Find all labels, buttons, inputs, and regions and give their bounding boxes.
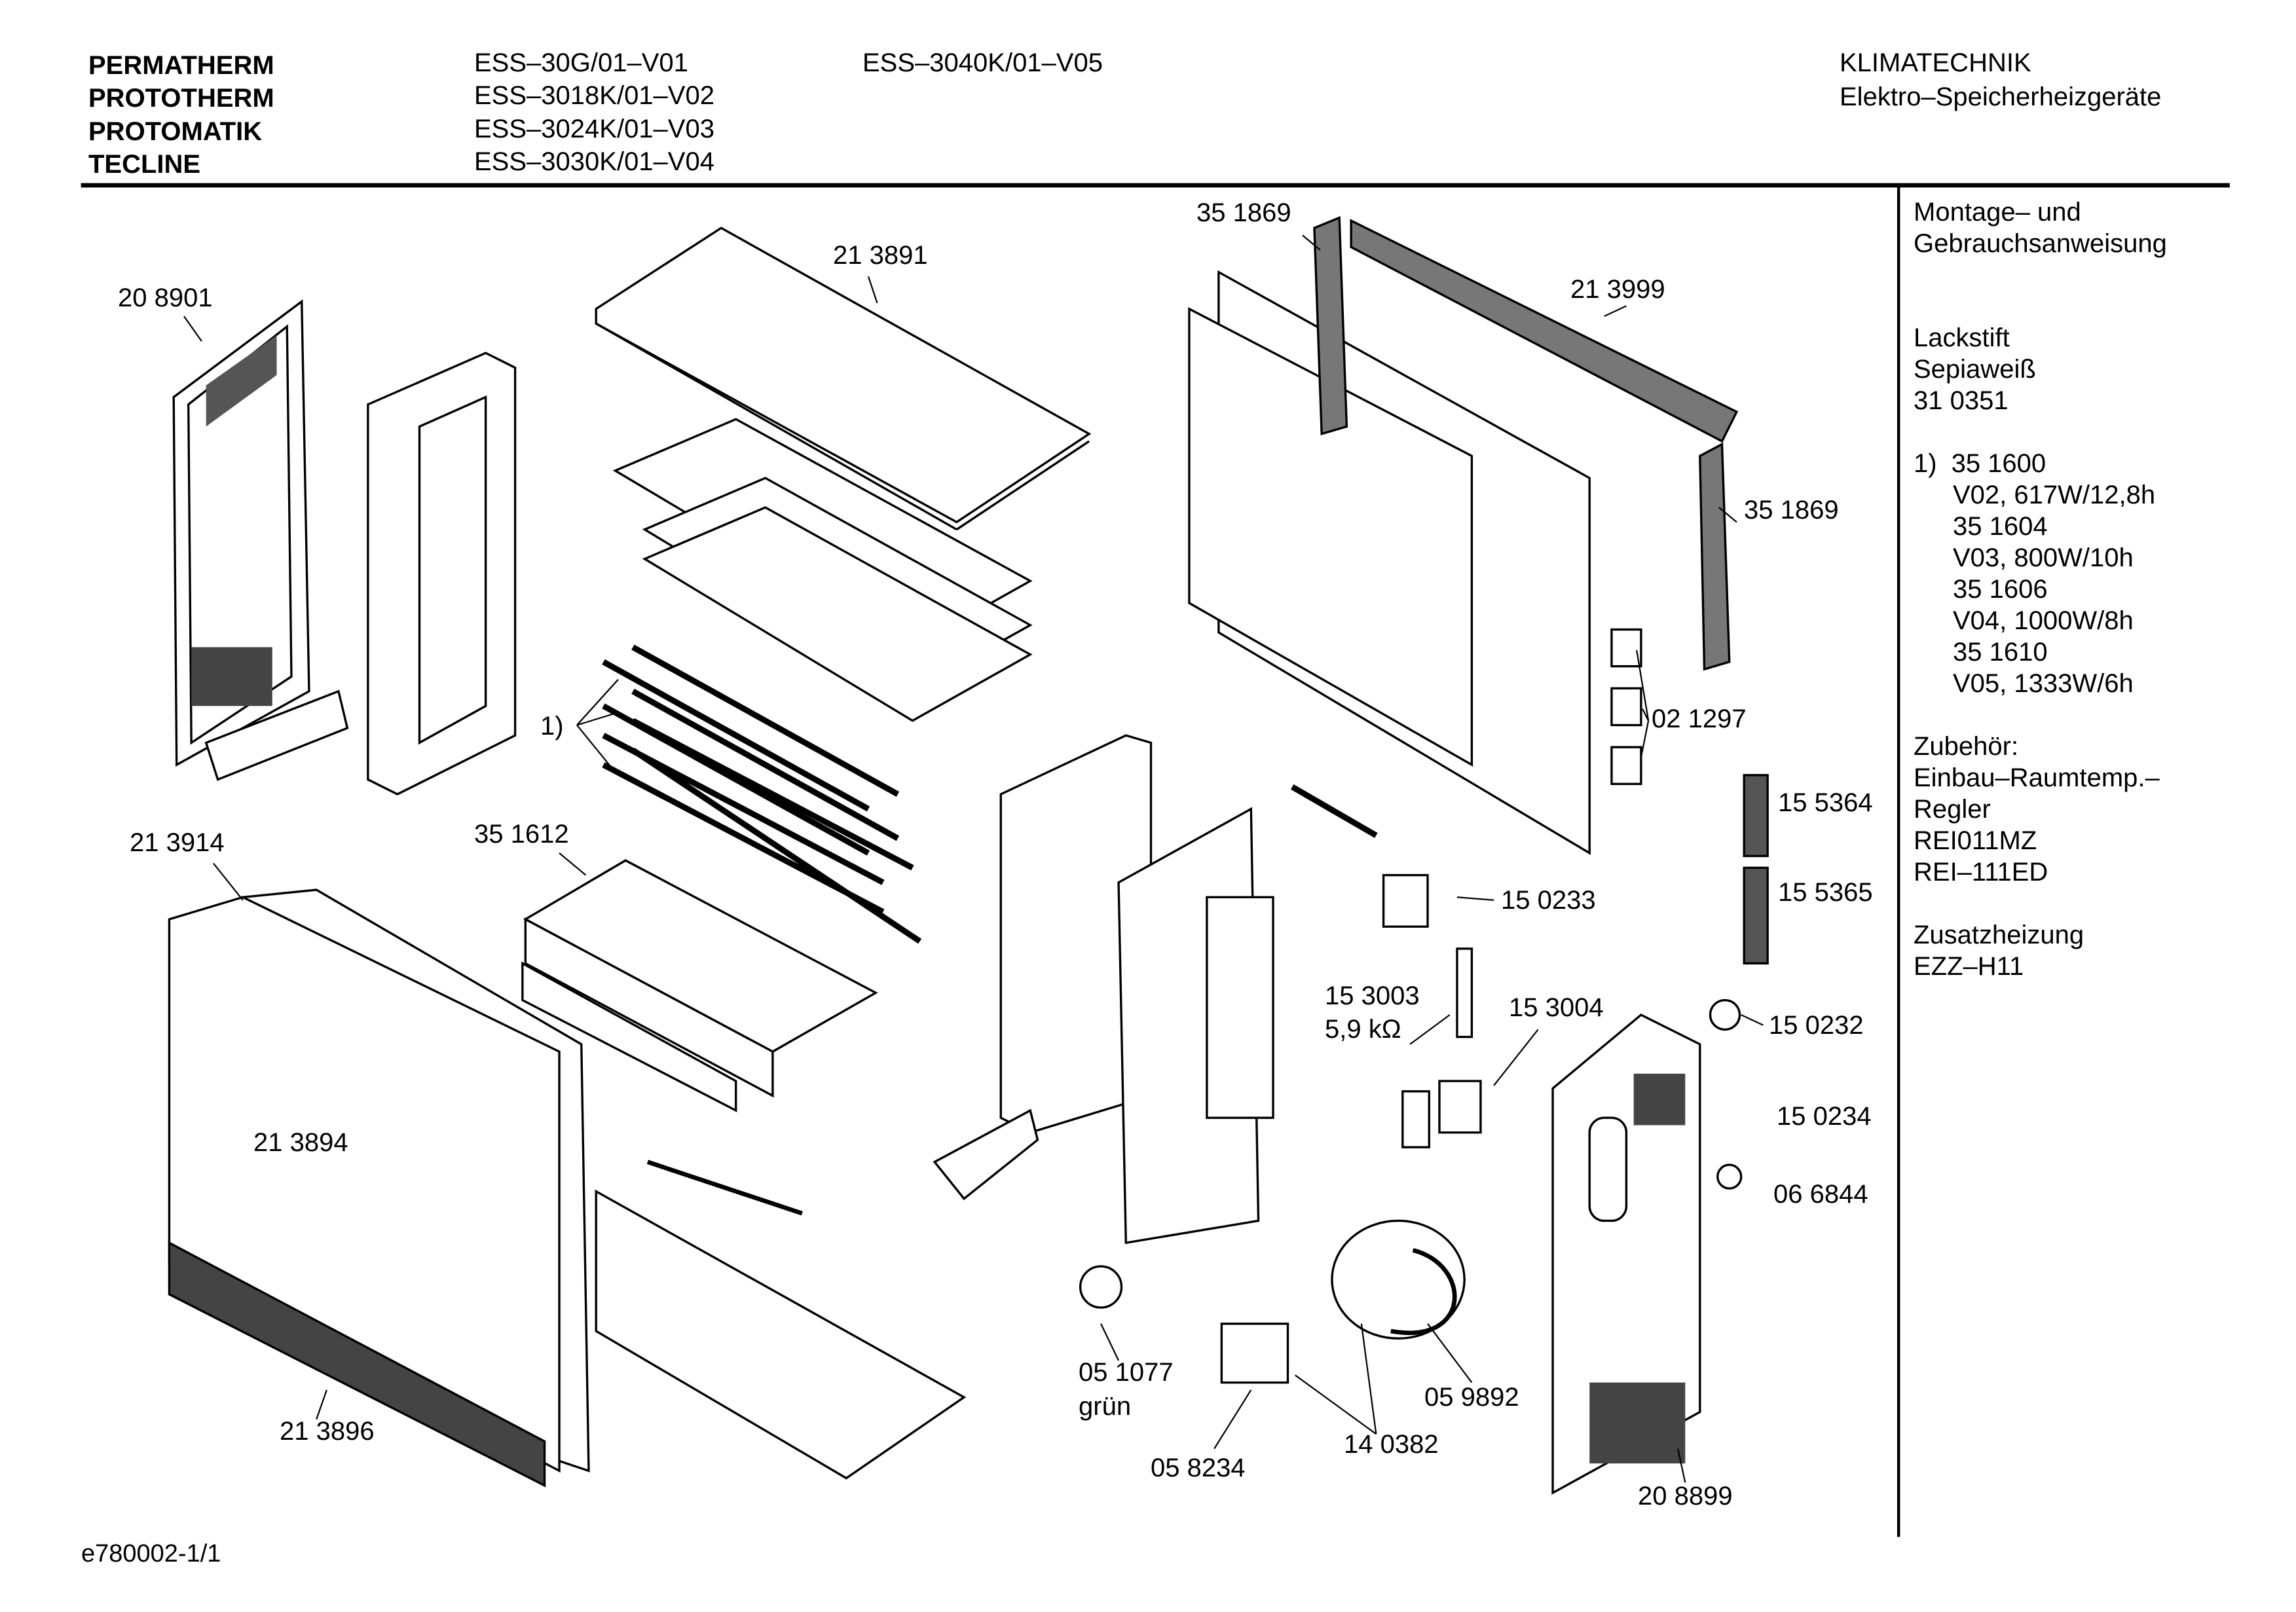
part-label: 35 1869 [1196, 198, 1291, 227]
inner-frame [367, 352, 517, 796]
bottom-grille [168, 1241, 546, 1488]
part-label: 35 1612 [474, 820, 569, 849]
part-label: 21 3896 [280, 1417, 375, 1446]
side-panel-right [1551, 1013, 1701, 1495]
part-155364 [1743, 774, 1769, 858]
thermostat [1290, 784, 1482, 1148]
part-label: 20 8901 [118, 284, 213, 312]
note-line: Gebrauchsanweisung [1914, 229, 2167, 258]
core-block [933, 734, 1274, 1245]
insulation-plates [612, 418, 1033, 722]
part-label: 1) [540, 712, 564, 741]
note-line: Sepiaweiß [1914, 355, 2036, 384]
model-number: ESS–30G/01–V01 [474, 48, 688, 77]
front-panel [168, 888, 590, 1473]
part-label: 05 9892 [1424, 1383, 1519, 1412]
lamp-socket [1079, 1265, 1123, 1309]
part-label: 21 3914 [130, 828, 225, 857]
storage-tray [521, 859, 878, 1112]
note-line: Zubehör: [1914, 732, 2019, 761]
part-label: 15 0233 [1501, 886, 1596, 915]
part-label: 06 6844 [1773, 1180, 1868, 1209]
note-line: 35 1610 [1953, 638, 2048, 667]
part-label: 35 1869 [1744, 496, 1839, 524]
note-line: 35 1600 [1951, 449, 2046, 478]
note-line: Montage– und [1914, 198, 2081, 227]
note-line: REI–111ED [1914, 858, 2048, 887]
part-label: 05 1077 [1079, 1358, 1174, 1387]
notes-column: Montage– und Gebrauchsanweisung Lackstif… [1914, 196, 2167, 982]
part-label: 15 3004 [1509, 993, 1604, 1022]
base-frame [595, 1160, 967, 1480]
note-line: Lackstift [1914, 323, 2010, 352]
knob-150232 [1709, 998, 1741, 1031]
part-label: 14 0382 [1344, 1430, 1439, 1459]
heating-elements [602, 644, 922, 944]
model-number: ESS–3024K/01–V03 [474, 115, 714, 143]
note-line: V04, 1000W/8h [1953, 606, 2134, 635]
rear-panel [1188, 215, 1739, 855]
note-ref: 1) [1914, 449, 1937, 478]
part-label: 20 8899 [1638, 1482, 1733, 1511]
brand-name: TECLINE [88, 150, 201, 179]
clips [1610, 628, 1642, 785]
part-label: 05 8234 [1151, 1454, 1246, 1482]
brand-name: PROTOTHERM [88, 84, 274, 113]
top-cover [595, 227, 1092, 531]
brand-name: PROTOMATIK [88, 117, 263, 146]
part-066844 [1716, 1163, 1743, 1190]
part-label: 15 3003 [1325, 981, 1420, 1010]
note-line: 35 1604 [1953, 512, 2048, 541]
part-label: grün [1079, 1392, 1132, 1421]
note-line: V02, 617W/12,8h [1953, 481, 2156, 509]
model-number: ESS–3030K/01–V04 [474, 147, 714, 176]
part-155365 [1743, 866, 1769, 965]
model-number: ESS–3040K/01–V05 [862, 48, 1103, 77]
note-line: EZZ–H11 [1914, 952, 2024, 981]
note-line: REI011MZ [1914, 826, 2037, 855]
model-number: ESS–3018K/01–V02 [474, 81, 714, 110]
part-label: 02 1297 [1652, 705, 1747, 733]
drawing-id: e780002-1/1 [81, 1540, 221, 1567]
note-line: 35 1606 [1953, 575, 2048, 604]
part-label: 21 3891 [833, 241, 928, 270]
note-line: 31 0351 [1914, 386, 2009, 415]
side-panel-left [172, 299, 349, 781]
subcategory-title: Elektro–Speicherheizgeräte [1840, 82, 2162, 111]
part-label: 15 0232 [1769, 1011, 1864, 1040]
part-label: 15 5365 [1778, 878, 1873, 907]
part-label: 21 3999 [1570, 275, 1665, 304]
fan-motor [1220, 1219, 1466, 1384]
leader-lines [183, 234, 1764, 1483]
part-label: 21 3894 [253, 1128, 348, 1157]
category-title: KLIMATECHNIK [1840, 48, 2031, 77]
part-label: 15 5364 [1778, 788, 1873, 817]
note-line: V03, 800W/10h [1953, 543, 2134, 572]
note-line: Zusatzheizung [1914, 921, 2084, 949]
note-line: Regler [1914, 795, 1991, 824]
brand-name: PERMATHERM [88, 51, 274, 80]
note-line: V05, 1333W/6h [1953, 669, 2134, 698]
part-label: 15 0234 [1777, 1102, 1872, 1131]
part-label: 5,9 kΩ [1325, 1015, 1401, 1044]
note-line: Einbau–Raumtemp.– [1914, 763, 2160, 792]
